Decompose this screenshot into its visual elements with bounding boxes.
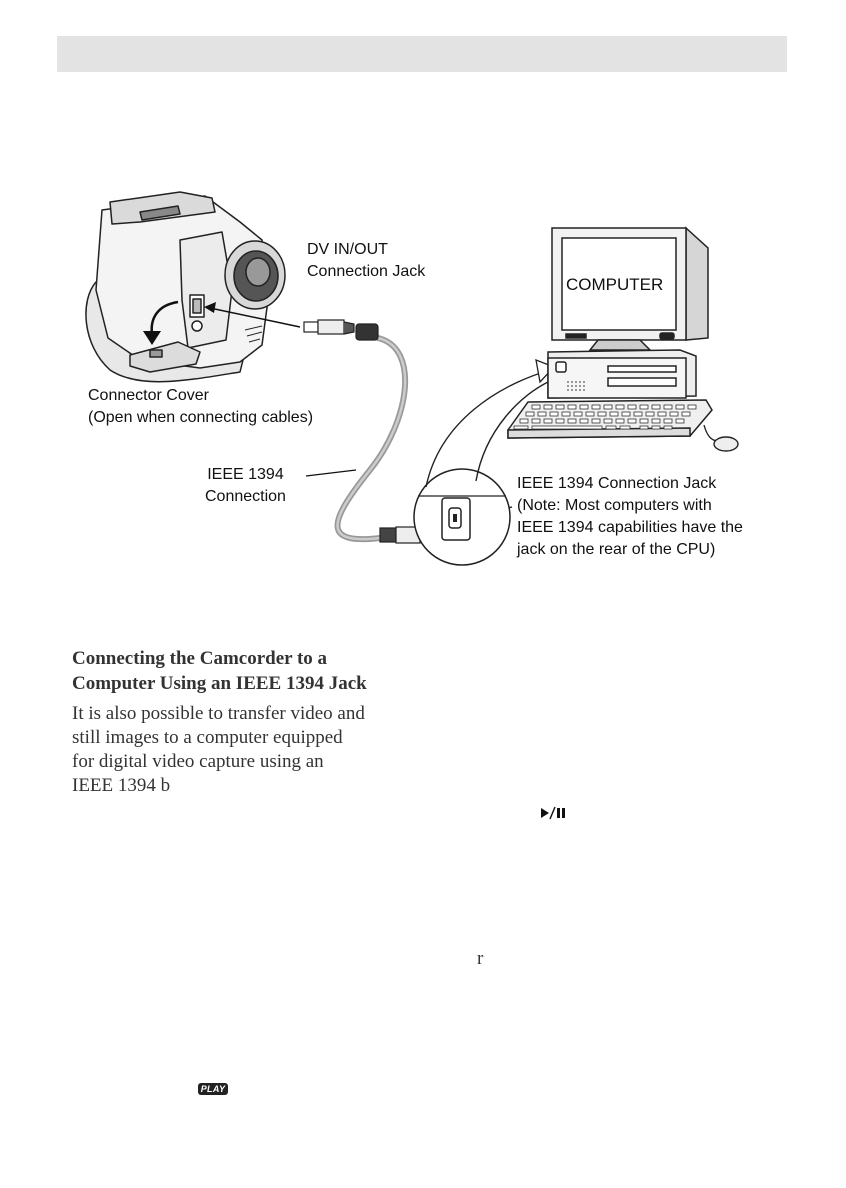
ieee-connection-label: IEEE 1394 Connection <box>205 466 286 505</box>
camera-plug <box>303 319 379 341</box>
play-pause-icon <box>541 806 565 820</box>
mouse-illustration <box>713 436 739 452</box>
play-mode-badge: PLAY <box>198 1083 228 1095</box>
keyboard-keys <box>513 404 697 430</box>
connector-cover-label: Connector Cover (Open when connecting ca… <box>88 387 314 426</box>
camcorder-illustration <box>85 191 286 383</box>
computer-screen-label: COMPUTER <box>566 275 664 294</box>
section-body: It is also possible to transfer video an… <box>72 703 365 796</box>
section-heading: Connecting the Camcorder to a Computer U… <box>72 648 367 694</box>
stray-character: r <box>477 948 484 969</box>
dv-jack-label: DV IN/OUT Connection Jack <box>307 241 426 280</box>
computer-illustration <box>507 226 713 439</box>
connection-diagram <box>85 191 739 566</box>
header-bar <box>57 36 787 72</box>
ieee-jack-note: IEEE 1394 Connection Jack (Note: Most co… <box>517 475 743 558</box>
